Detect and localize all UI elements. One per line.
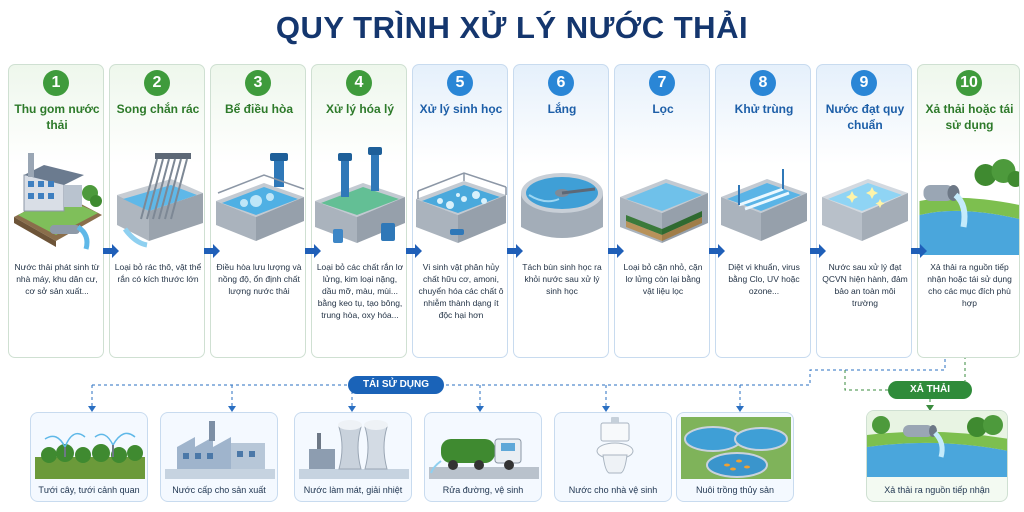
step-description: Điều hòa lưu lượng và nồng độ, ổn định c… bbox=[216, 262, 302, 296]
reuse-item-label: Tưới cây, tưới cảnh quan bbox=[38, 485, 140, 495]
page-title: QUY TRÌNH XỬ LÝ NƯỚC THẢI bbox=[275, 10, 749, 45]
irrigation-icon bbox=[35, 432, 145, 479]
step-number: 9 bbox=[851, 70, 877, 96]
step-number: 3 bbox=[245, 70, 271, 96]
reuse-item-label: Rửa đường, vệ sinh bbox=[442, 485, 524, 495]
clean-water-tank-icon bbox=[822, 179, 908, 241]
step-title: Khử trùng bbox=[734, 102, 794, 116]
flow-arrow-icon bbox=[305, 244, 321, 258]
step-2-card: 2 Song chắn rác Loại bỏ rác thô, vật thể… bbox=[109, 64, 205, 358]
step-6-card: 6 Lắng Tách bùn sinh học ra khỏi nước sa… bbox=[513, 64, 609, 358]
step-description: Xả thải ra nguồn tiếp nhận hoặc tái sử d… bbox=[927, 262, 1012, 308]
step-description: Loại bỏ rác thô, vật thể rắn có kích thư… bbox=[114, 262, 202, 284]
step-title: Xử lý sinh học bbox=[419, 102, 503, 116]
river-outfall-icon bbox=[867, 411, 1007, 477]
reuse-heading: TÁI SỬ DỤNG bbox=[348, 376, 444, 394]
step-title: Bể điều hòa bbox=[224, 102, 293, 116]
flow-arrow-icon bbox=[204, 244, 220, 258]
step-title: Thu gom nước thải bbox=[14, 102, 100, 132]
discharge-item: Xả thải ra nguồn tiếp nhận bbox=[866, 410, 1008, 502]
step-number: 1 bbox=[43, 70, 69, 96]
step-8-card: 8 Khử trùng Diệt vi khuẩn, virus bằng Cl… bbox=[715, 64, 811, 358]
cooling-tower-icon bbox=[299, 420, 409, 479]
step-5-card: 5 Xử lý sinh học Vi sinh vật phân hủy ch… bbox=[412, 64, 508, 358]
clarifier-icon bbox=[521, 173, 603, 238]
disinfection-uv-icon bbox=[721, 169, 807, 241]
bar-screen-icon bbox=[117, 153, 203, 248]
step-number: 7 bbox=[649, 70, 675, 96]
reuse-item-label: Nước cấp cho sản xuất bbox=[172, 485, 266, 495]
step-title: Nước đạt quy chuẩn bbox=[825, 102, 905, 132]
fish-pond-icon bbox=[681, 417, 791, 479]
street-cleaner-truck-icon bbox=[429, 438, 539, 479]
step-number: 10 bbox=[956, 70, 982, 96]
reuse-item-aquaculture: Nuôi trồng thủy sản bbox=[676, 412, 794, 502]
factory-collection-icon bbox=[14, 153, 102, 250]
flow-arrow-icon bbox=[406, 244, 422, 258]
physicochemical-tank-icon bbox=[315, 147, 405, 243]
step-description: Loại bỏ cặn nhỏ, cặn lơ lửng còn lại bằn… bbox=[623, 262, 703, 296]
reuse-item-irrigation: Tưới cây, tưới cảnh quan bbox=[30, 412, 148, 502]
step-7-card: 7 Lọc Loại bỏ cặn nhỏ, cặn lơ lửng còn l… bbox=[614, 64, 710, 358]
step-3-card: 3 Bể điều hòa Điều hòa lưu lượng và nồng… bbox=[210, 64, 306, 358]
flow-arrow-icon bbox=[103, 244, 119, 258]
step-10-card: 10 Xả thải hoặc tái sử dụng Xả thải ra n… bbox=[917, 64, 1020, 358]
reuse-item-cooling: Nước làm mát, giải nhiệt bbox=[294, 412, 412, 502]
step-9-card: 9 Nước đạt quy chuẩn Nước sau xử lý đạt … bbox=[816, 64, 912, 358]
equalization-tank-icon bbox=[216, 153, 305, 241]
process-steps: 1 Thu gom nước thải Nước thải phát sinh … bbox=[8, 64, 1020, 358]
discharge-item-label: Xả thải ra nguồn tiếp nhận bbox=[884, 485, 990, 495]
step-number: 6 bbox=[548, 70, 574, 96]
reuse-item-toilet: Nước cho nhà vệ sinh bbox=[554, 412, 672, 502]
step-number: 4 bbox=[346, 70, 372, 96]
step-number: 2 bbox=[144, 70, 170, 96]
step-description: Loại bỏ các chất rắn lơ lửng, kim loại n… bbox=[316, 262, 404, 320]
step-description: Diệt vi khuẩn, virus bằng Clo, UV hoặc o… bbox=[728, 262, 800, 296]
flow-arrow-icon bbox=[709, 244, 725, 258]
toilet-icon bbox=[596, 417, 634, 474]
reuse-item-street-cleaning: Rửa đường, vệ sinh bbox=[424, 412, 542, 502]
river-outfall-icon bbox=[919, 159, 1019, 255]
step-title: Xả thải hoặc tái sử dụng bbox=[925, 102, 1014, 132]
biological-tank-icon bbox=[416, 172, 507, 243]
step-4-card: 4 Xử lý hóa lý Loại bỏ các chất rắn lơ l… bbox=[311, 64, 407, 358]
reuse-item-label: Nước làm mát, giải nhiệt bbox=[303, 485, 403, 495]
flow-arrow-icon bbox=[507, 244, 523, 258]
filter-tank-icon bbox=[620, 179, 708, 243]
discharge-heading: XẢ THẢI bbox=[888, 381, 972, 399]
reuse-item-label: Nước cho nhà vệ sinh bbox=[568, 485, 658, 495]
flow-arrow-icon bbox=[608, 244, 624, 258]
reuse-item-label: Nuôi trồng thủy sản bbox=[695, 485, 775, 495]
step-description: Nước sau xử lý đạt QCVN hiện hành, đảm b… bbox=[822, 262, 908, 308]
step-number: 5 bbox=[447, 70, 473, 96]
step-description: Nước thải phát sinh từ nhà máy, khu dân … bbox=[14, 262, 100, 296]
step-title: Song chắn rác bbox=[116, 102, 200, 116]
reuse-item-production: Nước cấp cho sản xuất bbox=[160, 412, 278, 502]
step-number: 8 bbox=[750, 70, 776, 96]
step-description: Vi sinh vật phân hủy chất hữu cơ, amoni,… bbox=[418, 262, 504, 320]
factory-icon bbox=[165, 421, 275, 479]
step-title: Xử lý hóa lý bbox=[325, 102, 395, 116]
step-title: Lắng bbox=[547, 102, 577, 116]
flow-arrow-icon bbox=[810, 244, 826, 258]
step-1-card: 1 Thu gom nước thải Nước thải phát sinh … bbox=[8, 64, 104, 358]
step-title: Lọc bbox=[652, 102, 674, 116]
step-description: Tách bùn sinh học ra khỏi nước sau xử lý… bbox=[522, 262, 602, 296]
flow-arrow-icon bbox=[911, 244, 927, 258]
